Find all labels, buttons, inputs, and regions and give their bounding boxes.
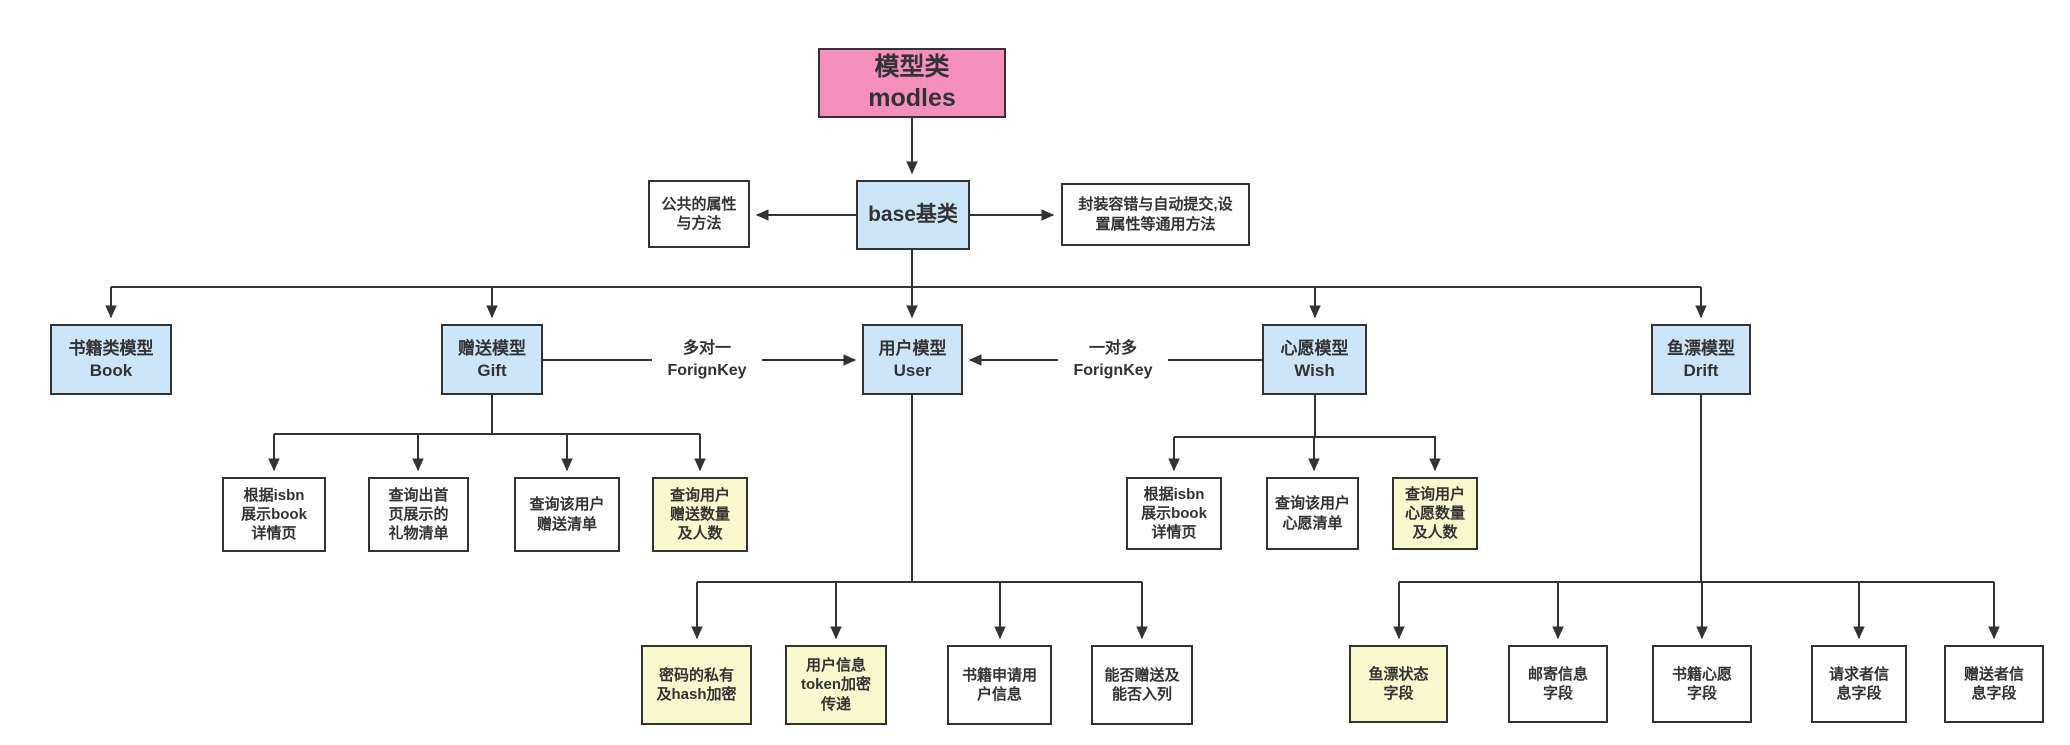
node-gift-child-gift-count: 查询用户 赠送数量 及人数 bbox=[652, 477, 748, 552]
node-base-class: base基类 bbox=[856, 180, 970, 250]
node-drift-child-giver-info-field: 赠送者信 息字段 bbox=[1944, 645, 2044, 723]
node-gift-child-homepage-gift-list: 查询出首 页展示的 礼物清单 bbox=[368, 477, 469, 552]
node-wish-child-user-wish-list: 查询该用户 心愿清单 bbox=[1266, 477, 1359, 550]
node-user-child-book-request-info: 书籍申请用 户信息 bbox=[947, 645, 1052, 725]
edge-label-many-to-one: 多对一 ForignKey bbox=[652, 334, 762, 386]
node-book-model: 书籍类模型 Book bbox=[50, 324, 172, 395]
node-user-model: 用户模型 User bbox=[862, 324, 963, 395]
node-user-child-can-gift-enqueue: 能否赠送及 能否入列 bbox=[1091, 645, 1193, 725]
node-drift-child-book-wish-field: 书籍心愿 字段 bbox=[1652, 645, 1752, 723]
node-wish-child-isbn-book-detail: 根据isbn 展示book 详情页 bbox=[1126, 477, 1222, 550]
edge-label-one-to-many: 一对多 ForignKey bbox=[1058, 334, 1168, 386]
node-gift-model: 赠送模型 Gift bbox=[441, 324, 543, 395]
note-common-attributes: 公共的属性 与方法 bbox=[648, 180, 750, 248]
node-gift-child-user-gift-list: 查询该用户 赠送清单 bbox=[514, 477, 620, 552]
node-models-root: 模型类 modles bbox=[818, 48, 1006, 118]
node-drift-model: 鱼漂模型 Drift bbox=[1651, 324, 1751, 395]
node-wish-child-wish-count: 查询用户 心愿数量 及人数 bbox=[1392, 477, 1478, 550]
node-drift-child-mail-info-field: 邮寄信息 字段 bbox=[1508, 645, 1608, 723]
node-drift-child-status-field: 鱼漂状态 字段 bbox=[1349, 645, 1448, 723]
node-wish-model: 心愿模型 Wish bbox=[1262, 324, 1367, 395]
node-user-child-password-hash: 密码的私有 及hash加密 bbox=[641, 645, 752, 725]
node-gift-child-isbn-book-detail: 根据isbn 展示book 详情页 bbox=[222, 477, 326, 552]
note-encapsulation-methods: 封装容错与自动提交,设 置属性等通用方法 bbox=[1061, 183, 1250, 246]
node-drift-child-requester-info-field: 请求者信 息字段 bbox=[1811, 645, 1907, 723]
node-user-child-token-encrypt: 用户信息 token加密 传递 bbox=[785, 645, 887, 725]
